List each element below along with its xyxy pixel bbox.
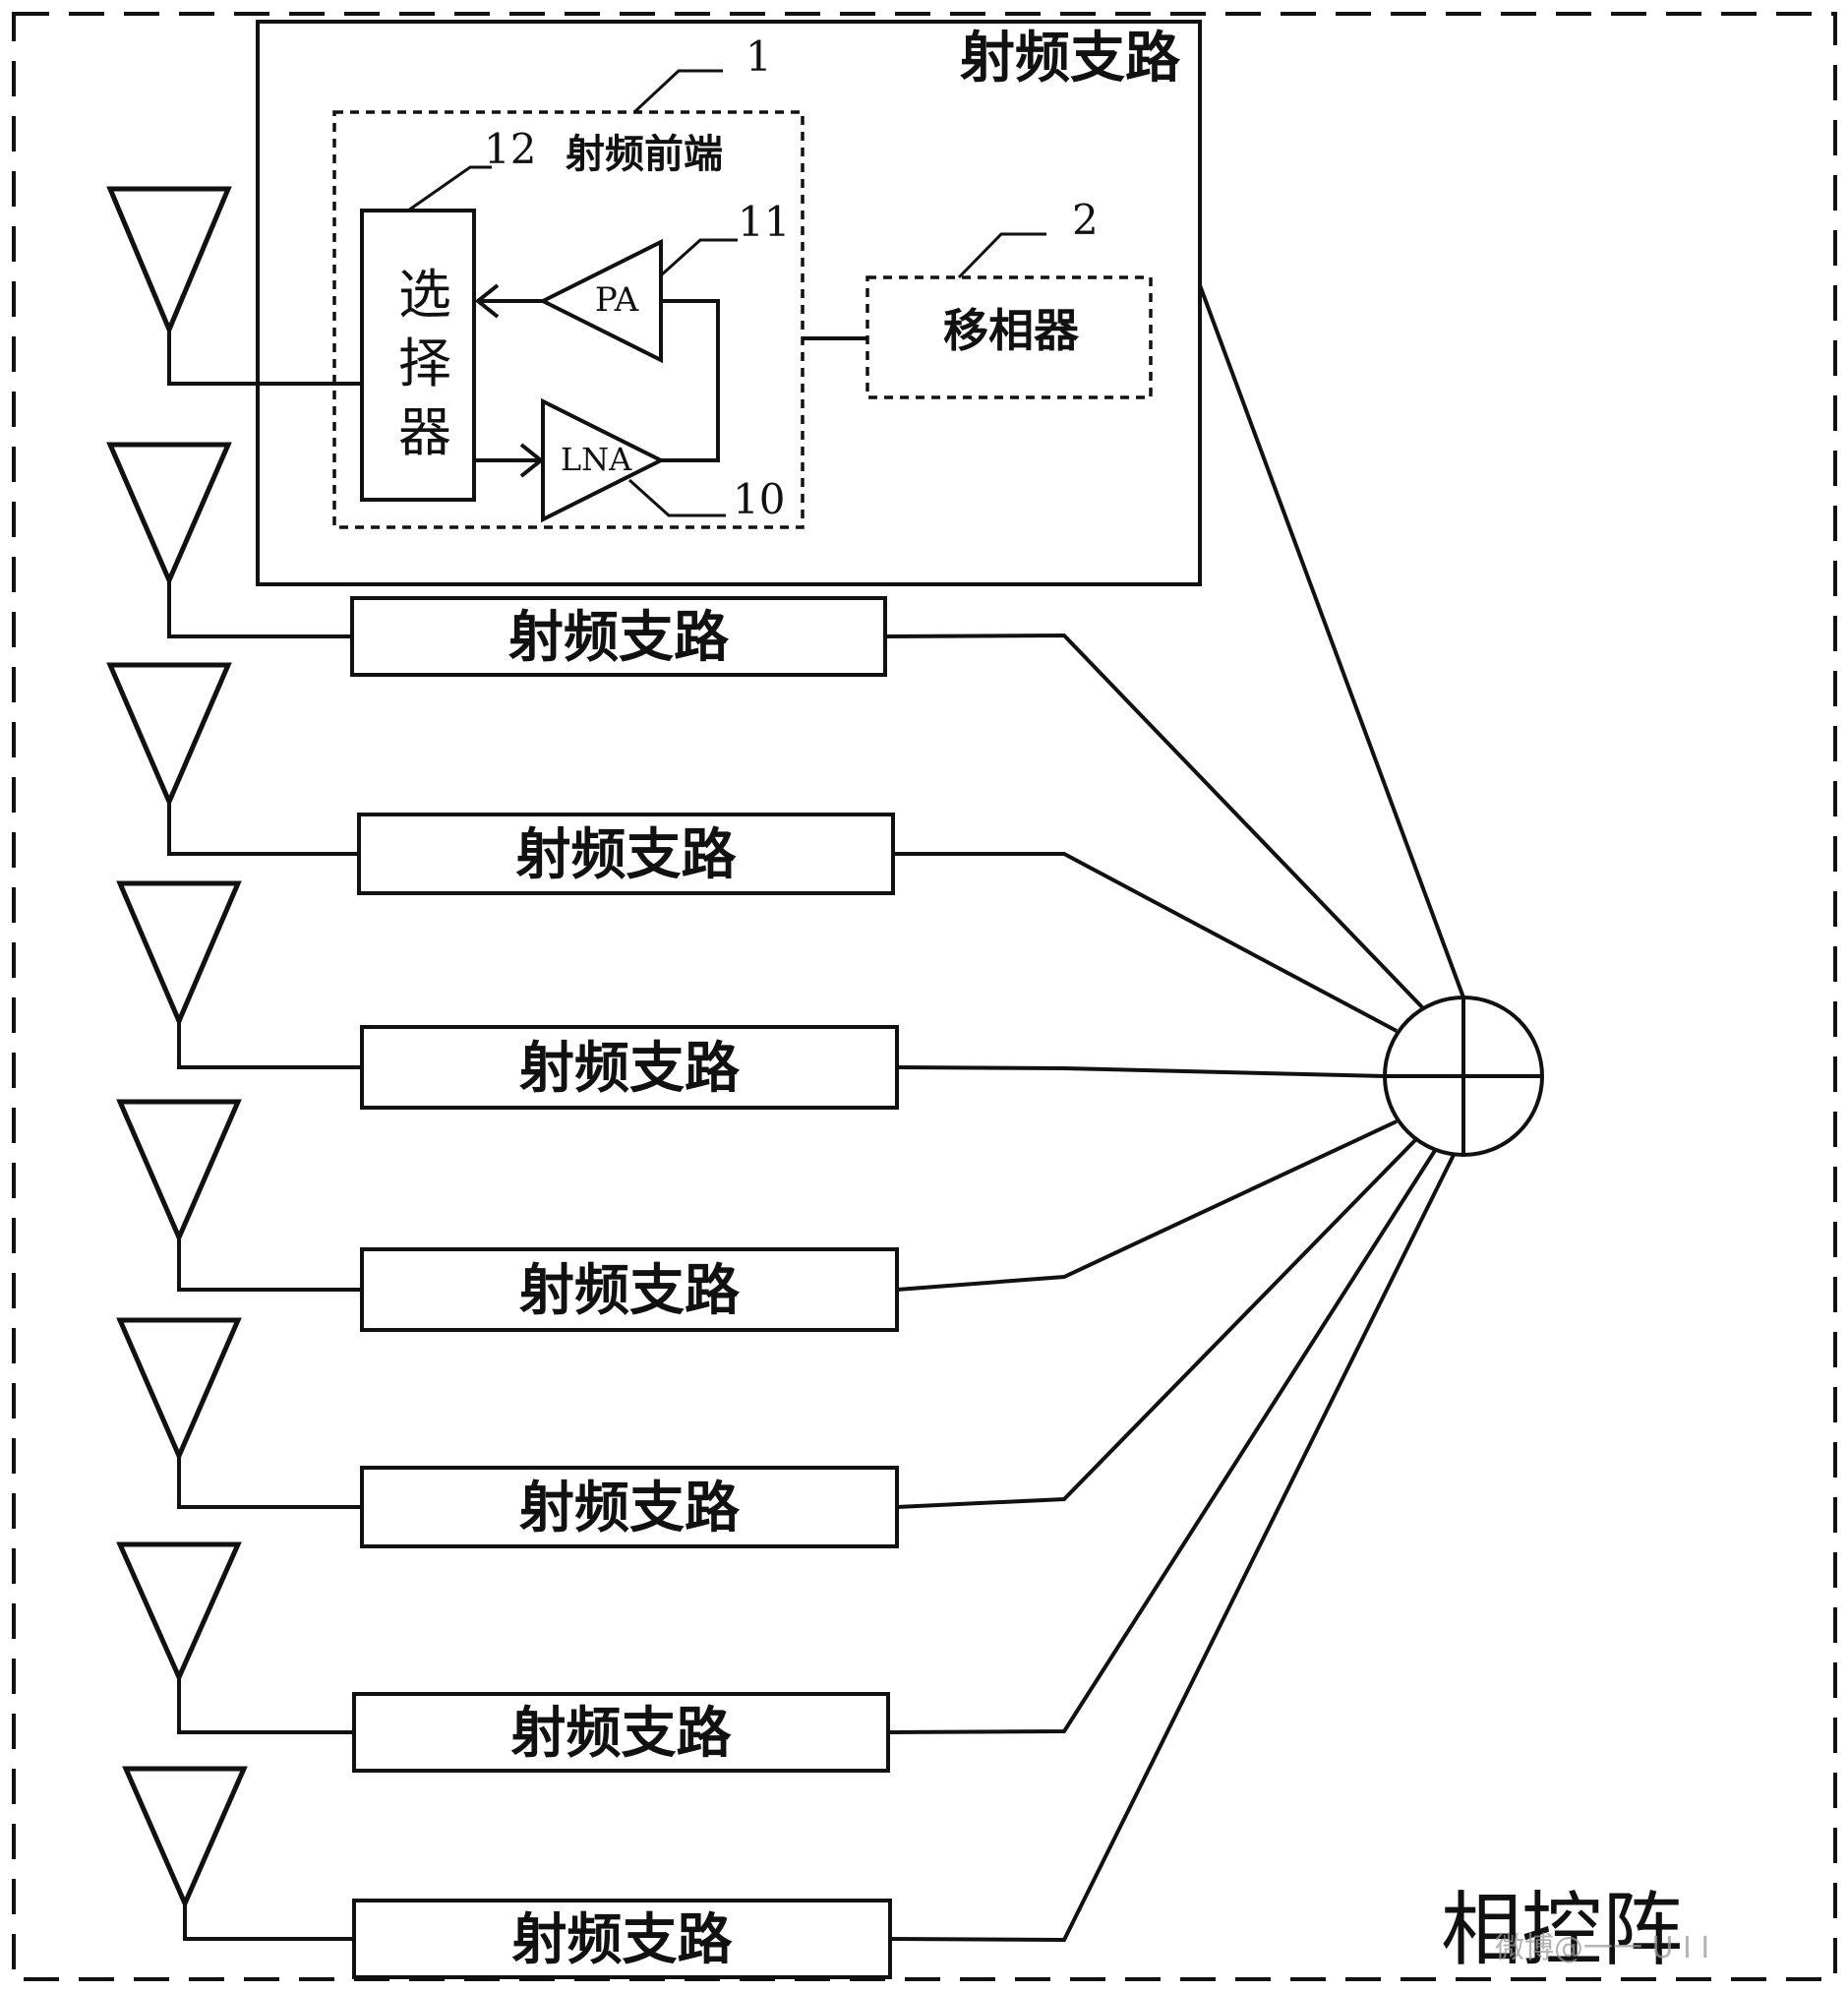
- pa-label: PA: [595, 280, 639, 320]
- selector-char-1: 选: [398, 264, 451, 326]
- antenna-feed-line: [177, 1456, 362, 1509]
- rf-branch-label: 射频支路: [508, 606, 730, 670]
- pa-lna-loop: [661, 299, 720, 462]
- antenna-icon: [116, 1541, 242, 1684]
- lna-arrowhead: [519, 443, 545, 478]
- antenna-group: [106, 186, 248, 1910]
- feedline-group: [167, 284, 1465, 1943]
- antenna-feed-line: [177, 1021, 362, 1069]
- phased-array-boundary: [12, 12, 1837, 1981]
- antenna-feed-line: [167, 580, 352, 638]
- ref-10-leader: [627, 478, 726, 517]
- antenna-feed-line: [177, 1677, 354, 1734]
- antenna-feed-line: [167, 330, 362, 386]
- antenna-icon: [106, 186, 232, 336]
- ref-11-leader: [659, 238, 738, 277]
- phased-array-label: 相控阵: [1441, 1884, 1683, 1977]
- antenna-feed-line: [167, 802, 359, 856]
- ref-2-leader: [957, 232, 1046, 279]
- pa-arrowhead: [474, 283, 500, 319]
- selector-char-2: 择: [398, 332, 451, 394]
- rf-branch-detail-box: [256, 20, 1202, 586]
- selector-char-3: 器: [398, 401, 451, 463]
- ref-10: 10: [733, 475, 785, 523]
- phase-shifter-label: 移相器: [943, 304, 1080, 357]
- ref-2: 2: [1072, 196, 1099, 244]
- rf-front-end-label: 射频前端: [566, 132, 723, 177]
- antenna-icon: [116, 880, 242, 1028]
- antenna-icon: [116, 1099, 242, 1244]
- antenna-feed-line: [183, 1903, 354, 1941]
- branch-to-combiner-line: [896, 1137, 1418, 1509]
- branch-to-combiner-line: [887, 1147, 1438, 1734]
- antenna-icon: [122, 1766, 248, 1910]
- rf-branch-detail-title: 射频支路: [960, 27, 1181, 91]
- ref-1: 1: [745, 32, 772, 81]
- antenna-icon: [106, 442, 232, 587]
- antenna-icon: [106, 662, 232, 809]
- lna-label: LNA: [561, 441, 632, 478]
- watermark: 微博@一一 U I I: [1495, 1931, 1709, 1965]
- ref-12-leader: [407, 165, 492, 212]
- phase-shifter-box: [865, 275, 1153, 399]
- rf-branch-label: 射频支路: [519, 1037, 741, 1101]
- rf-front-end-box: [332, 110, 805, 529]
- branch-to-combiner-line: [893, 852, 1398, 1033]
- ref-1-leader: [632, 69, 723, 114]
- rf-branch-label: 射频支路: [511, 1702, 733, 1766]
- branch-to-combiner-line: [1198, 284, 1465, 998]
- rf-branch-label: 射频支路: [512, 1908, 734, 1972]
- ref-12: 12: [484, 125, 536, 173]
- selector-box: [360, 209, 476, 502]
- branch-to-combiner-line: [896, 1065, 1386, 1078]
- branch-to-combiner-line: [889, 1154, 1456, 1943]
- antenna-feed-line: [177, 1237, 362, 1292]
- branch-to-combiner-line: [896, 1119, 1398, 1292]
- rf-branch-label: 射频支路: [516, 823, 738, 887]
- antenna-icon: [116, 1317, 242, 1463]
- branch-to-combiner-line: [884, 633, 1426, 1011]
- rf-branch-label: 射频支路: [519, 1477, 741, 1540]
- ref-11: 11: [738, 198, 790, 246]
- rf-branch-label: 射频支路: [519, 1259, 741, 1323]
